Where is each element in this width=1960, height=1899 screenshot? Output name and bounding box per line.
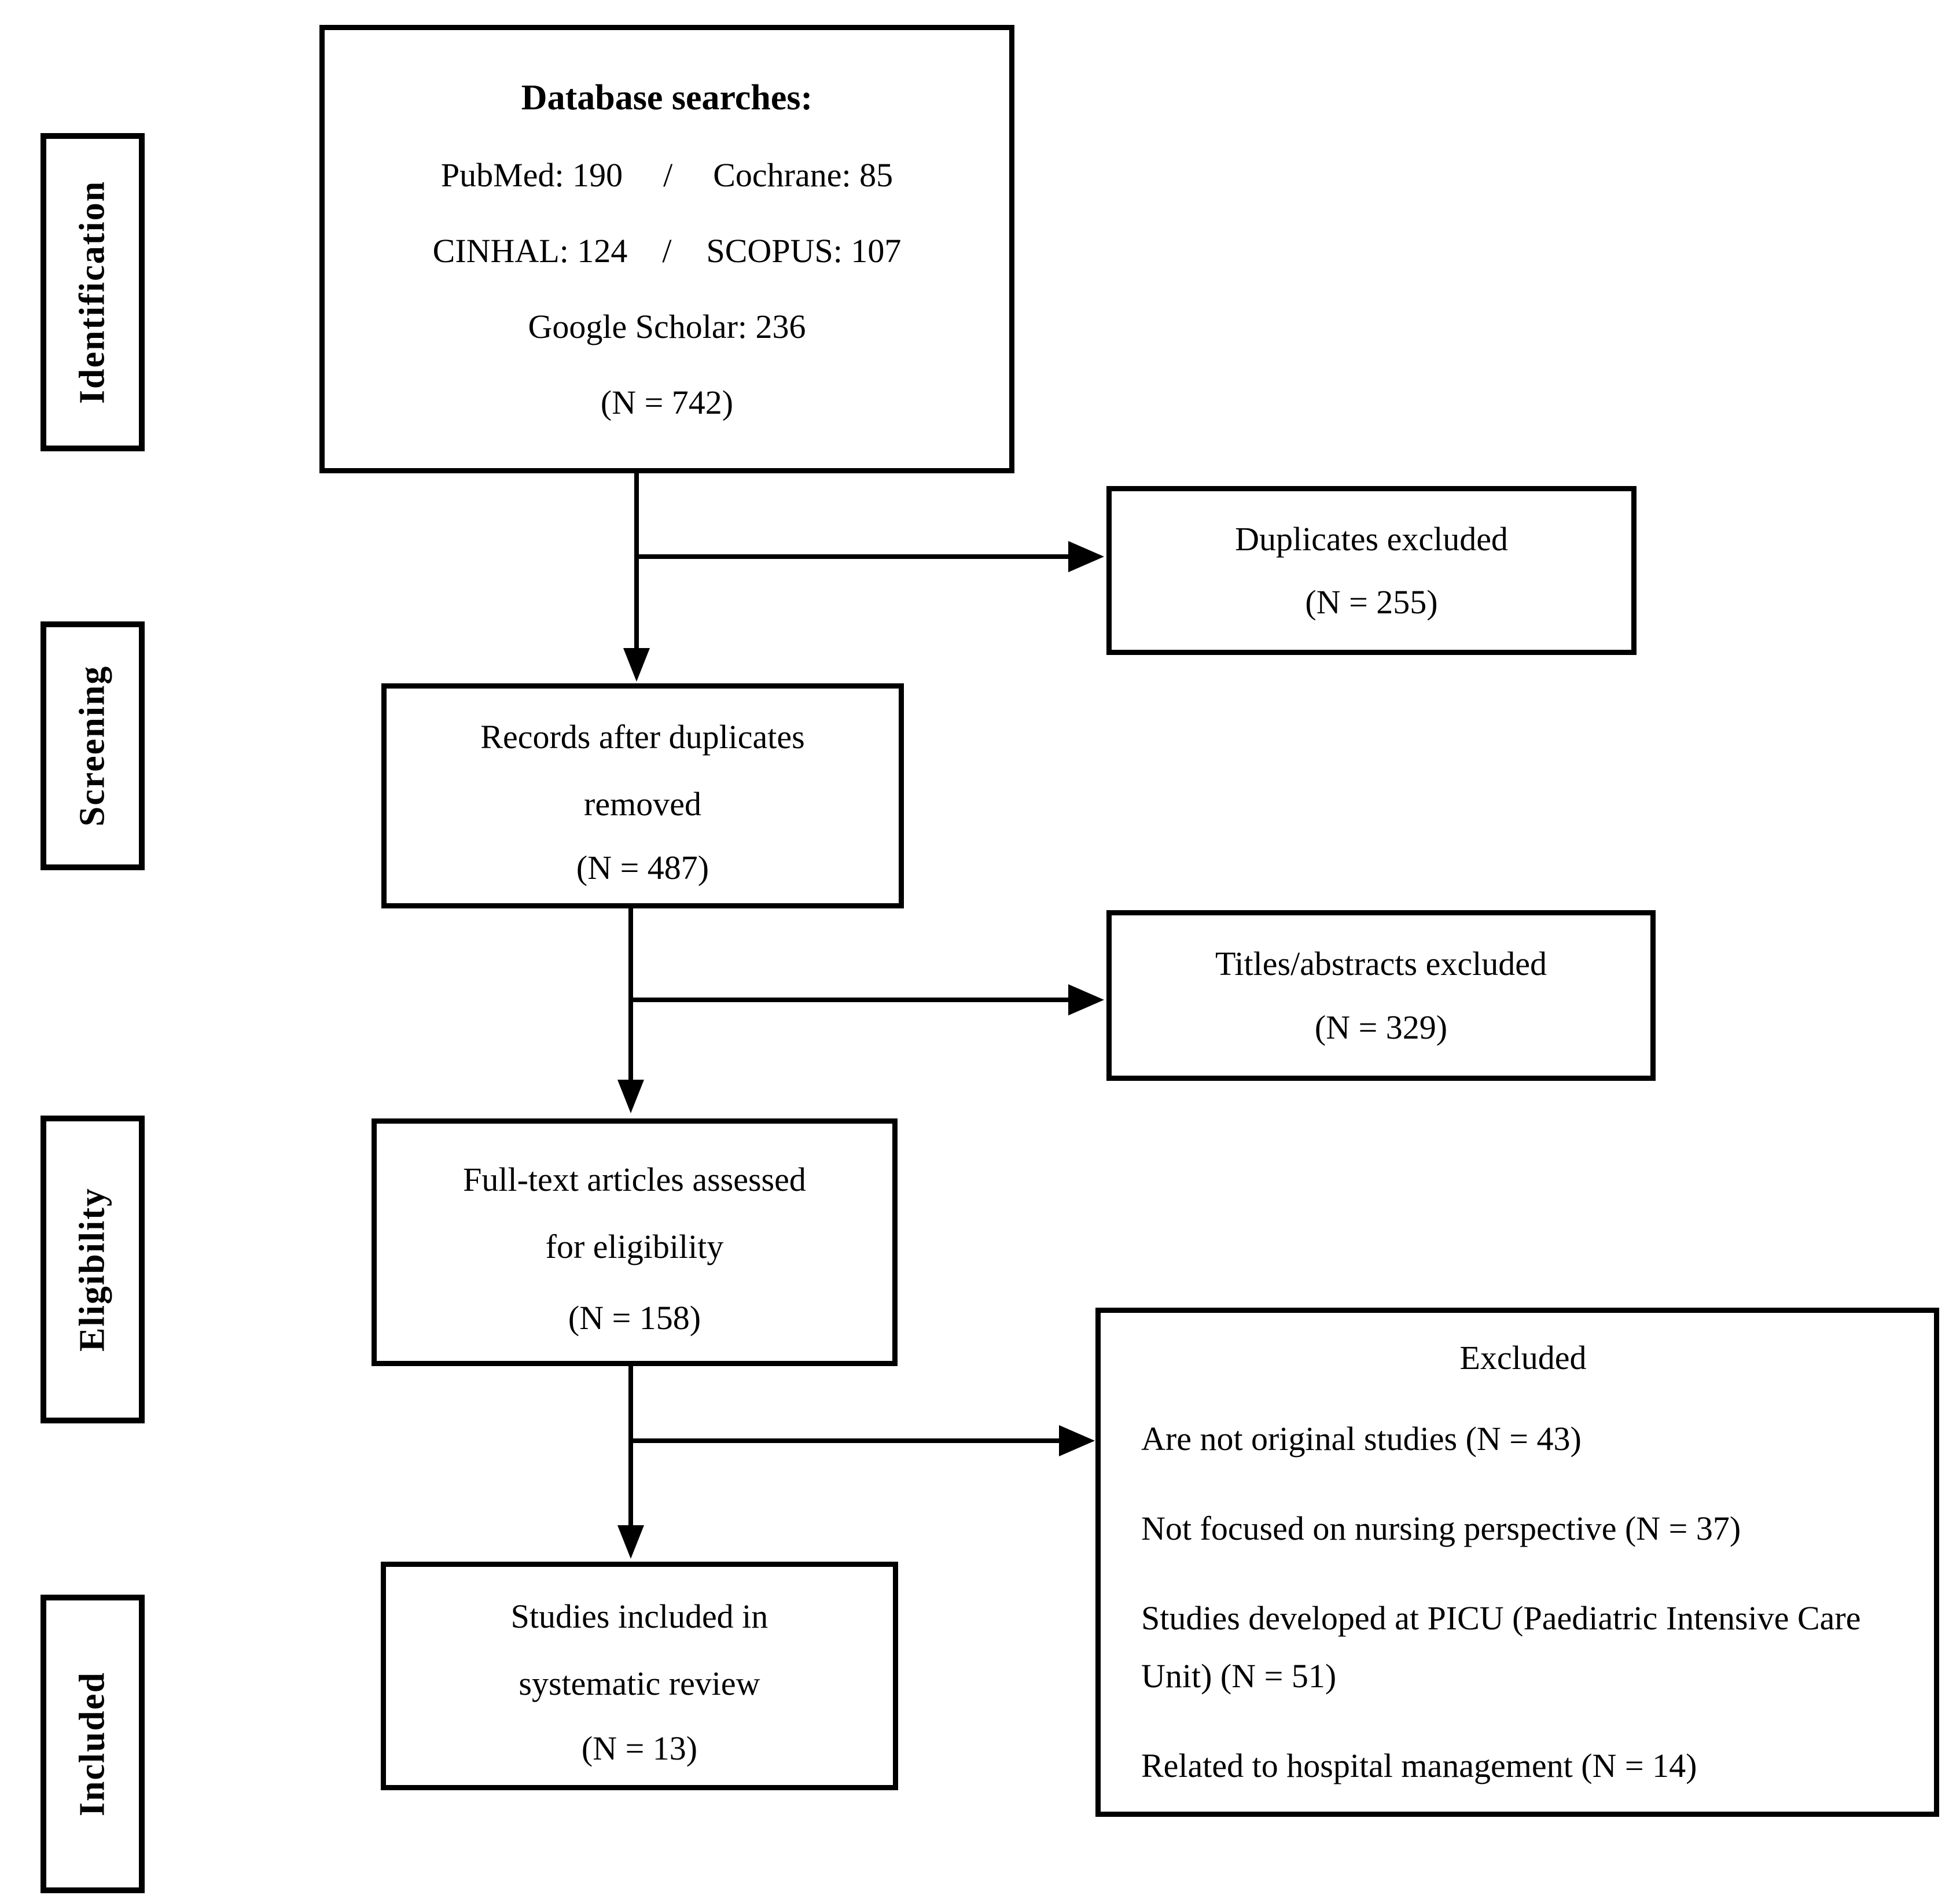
stage-box-identification: Identification bbox=[41, 133, 145, 451]
included-line-1: Studies included in bbox=[510, 1598, 768, 1636]
stage-label-screening: Screening bbox=[72, 665, 112, 827]
excluded-title: Excluded bbox=[1459, 1339, 1587, 1377]
separator-slash: / bbox=[662, 232, 672, 270]
arrowhead-records-to-fulltext bbox=[617, 1080, 644, 1113]
studies-included-label: Studies included in systematic review bbox=[511, 1583, 768, 1717]
arrowhead-fulltext-to-included bbox=[617, 1525, 644, 1559]
database-searches-title: Database searches: bbox=[521, 78, 813, 117]
excluded-reason-not-nursing: Not focused on nursing perspective (N = … bbox=[1141, 1510, 1741, 1547]
titles-abstracts-excluded-box: Titles/abstracts excluded (N = 329) bbox=[1106, 910, 1656, 1081]
duplicates-excluded-label: Duplicates excluded bbox=[1235, 520, 1508, 558]
cinhal-count: CINHAL: 124 bbox=[432, 232, 628, 270]
stage-box-eligibility: Eligibility bbox=[41, 1116, 145, 1423]
arrow-line-fulltext-to-included bbox=[628, 1365, 633, 1528]
studies-included-count: (N = 13) bbox=[581, 1729, 698, 1767]
pubmed-count: PubMed: 190 bbox=[440, 156, 623, 194]
fulltext-assessed-count: (N = 158) bbox=[568, 1298, 701, 1337]
arrow-line-records-to-fulltext bbox=[628, 907, 633, 1082]
arrowhead-to-excluded bbox=[1059, 1425, 1095, 1456]
records-line-2: removed bbox=[584, 785, 701, 823]
stage-label-included: Included bbox=[72, 1671, 112, 1817]
titles-abstracts-excluded-label: Titles/abstracts excluded bbox=[1215, 945, 1547, 983]
fulltext-line-1: Full-text articles assessed bbox=[463, 1161, 806, 1199]
fulltext-line-2: for eligibility bbox=[545, 1228, 724, 1266]
fulltext-assessed-box: Full-text articles assessed for eligibil… bbox=[372, 1118, 898, 1366]
stage-box-included: Included bbox=[41, 1595, 145, 1893]
stage-label-identification: Identification bbox=[72, 180, 112, 404]
excluded-reasons-box: Excluded Are not original studies (N = 4… bbox=[1095, 1308, 1939, 1817]
arrowhead-db-to-records bbox=[623, 648, 650, 682]
included-line-2: systematic review bbox=[519, 1665, 760, 1703]
records-after-duplicates-count: (N = 487) bbox=[576, 848, 709, 886]
database-row-2: CINHAL: 124 / SCOPUS: 107 bbox=[433, 230, 902, 273]
excluded-reason-picu: Studies developed at PICU (Paediatric In… bbox=[1141, 1599, 1861, 1695]
arrow-line-to-titles-excluded bbox=[631, 998, 1068, 1002]
stage-label-eligibility: Eligibility bbox=[72, 1187, 112, 1352]
fulltext-assessed-label: Full-text articles assessed for eligibil… bbox=[463, 1146, 806, 1280]
stage-box-screening: Screening bbox=[41, 621, 145, 870]
titles-abstracts-excluded-count: (N = 329) bbox=[1314, 1009, 1448, 1047]
google-scholar-count: Google Scholar: 236 bbox=[528, 308, 806, 346]
excluded-reason-not-original: Are not original studies (N = 43) bbox=[1141, 1420, 1582, 1458]
scopus-count: SCOPUS: 107 bbox=[706, 232, 902, 270]
records-line-1: Records after duplicates bbox=[480, 718, 805, 756]
records-after-duplicates-label: Records after duplicates removed bbox=[480, 704, 804, 838]
arrow-line-to-duplicates bbox=[637, 554, 1069, 559]
studies-included-box: Studies included in systematic review (N… bbox=[381, 1562, 898, 1790]
duplicates-excluded-count: (N = 255) bbox=[1305, 583, 1438, 621]
database-row-1: PubMed: 190 / Cochrane: 85 bbox=[441, 154, 893, 197]
cochrane-count: Cochrane: 85 bbox=[713, 156, 893, 194]
excluded-reason-hospital-management: Related to hospital management (N = 14) bbox=[1141, 1747, 1697, 1784]
records-after-duplicates-box: Records after duplicates removed (N = 48… bbox=[381, 683, 904, 908]
arrowhead-to-titles-excluded bbox=[1068, 984, 1104, 1015]
arrow-line-db-to-records bbox=[634, 472, 639, 650]
arrowhead-to-duplicates bbox=[1068, 541, 1104, 572]
duplicates-excluded-box: Duplicates excluded (N = 255) bbox=[1106, 486, 1637, 655]
database-total-count: (N = 742) bbox=[600, 383, 734, 421]
separator-slash: / bbox=[663, 156, 673, 194]
arrow-line-to-excluded bbox=[631, 1438, 1059, 1443]
database-searches-box: Database searches: PubMed: 190 / Cochran… bbox=[319, 25, 1014, 473]
